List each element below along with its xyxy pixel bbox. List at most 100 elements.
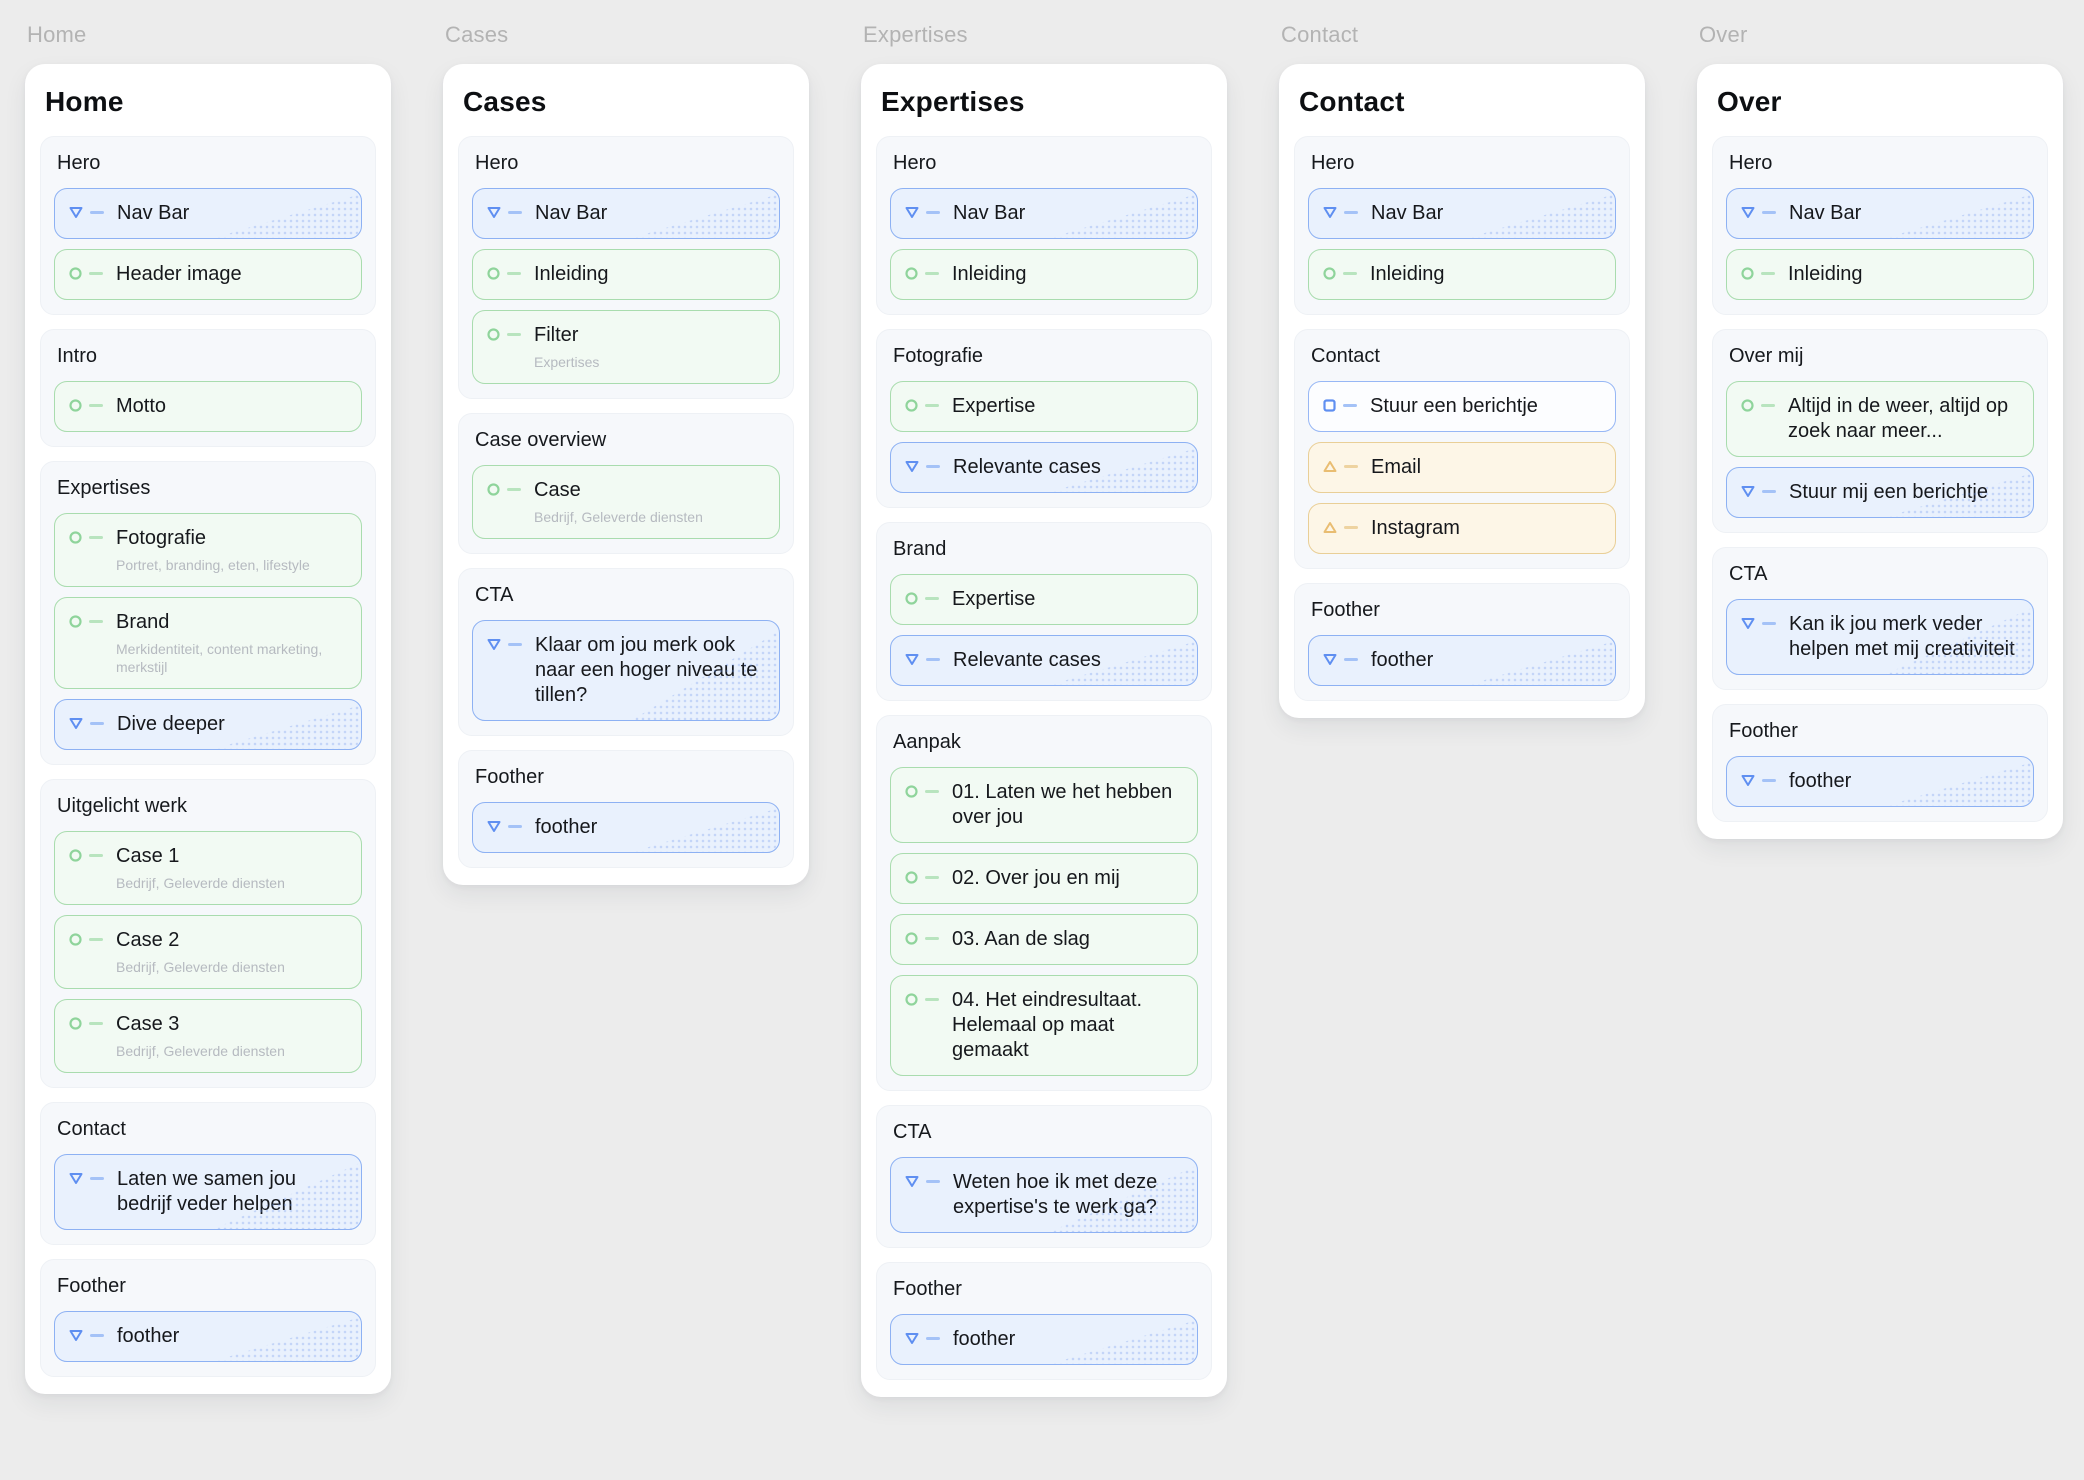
dash-icon: [508, 825, 522, 828]
block-item-header-image[interactable]: Header image: [54, 249, 362, 300]
block-item-altijd-in-de-weer-altijd-op-zoek-naar-meer[interactable]: Altijd in de weer, altijd op zoek naar m…: [1726, 381, 2034, 457]
dash-icon: [926, 1337, 940, 1340]
block-item-instagram[interactable]: Instagram: [1308, 503, 1616, 554]
block-item-motto[interactable]: Motto: [54, 381, 362, 432]
block-item-02-over-jou-en-mij[interactable]: 02. Over jou en mij: [890, 853, 1198, 904]
section-label: CTA: [893, 1121, 932, 1143]
dash-icon: [1761, 404, 1775, 407]
block-item-kan-ik-jou-merk-veder-helpen-met-mij-creativiteit[interactable]: Kan ik jou merk veder helpen met mij cre…: [1726, 599, 2034, 675]
block-item-label: foother: [117, 1325, 180, 1347]
block-item-foother[interactable]: foother: [54, 1311, 362, 1362]
block-item-foother[interactable]: foother: [1308, 635, 1616, 686]
section-label: Brand: [893, 538, 947, 560]
triangle-down-icon: [904, 652, 940, 667]
block-item-body: 03. Aan de slag: [952, 927, 1090, 952]
circle-icon: [68, 398, 103, 413]
block-item-foother[interactable]: foother: [1726, 756, 2034, 807]
block-item-expertise[interactable]: Expertise: [890, 381, 1198, 432]
block-item-relevante-cases[interactable]: Relevante cases: [890, 635, 1198, 686]
dash-icon: [1344, 465, 1358, 468]
block-item-weten-hoe-ik-met-deze-expertise-s-te-werk-ga[interactable]: Weten hoe ik met deze expertise's te wer…: [890, 1157, 1198, 1233]
block-item-03-aan-de-slag[interactable]: 03. Aan de slag: [890, 914, 1198, 965]
block-item-nav-bar[interactable]: Nav Bar: [1308, 188, 1616, 239]
block-item-body: foother: [117, 1324, 179, 1349]
block-item-nav-bar[interactable]: Nav Bar: [54, 188, 362, 239]
block-item-04-het-eindresultaat-helemaal-op-maat-gemaakt[interactable]: 04. Het eindresultaat. Helemaal op maat …: [890, 975, 1198, 1076]
block-item-expertise[interactable]: Expertise: [890, 574, 1198, 625]
page-ghost-label[interactable]: Over: [1699, 22, 1748, 47]
page-ghost-label[interactable]: Expertises: [863, 22, 968, 47]
block-item-01-laten-we-het-hebben-over-jou[interactable]: 01. Laten we het hebben over jou: [890, 767, 1198, 843]
block-item-dive-deeper[interactable]: Dive deeper: [54, 699, 362, 750]
block-item-stuur-mij-een-berichtje[interactable]: Stuur mij een berichtje: [1726, 467, 2034, 518]
block-item-inleiding[interactable]: Inleiding: [890, 249, 1198, 300]
block-item-label: Stuur mij een berichtje: [1789, 481, 1988, 503]
section-label: Hero: [893, 152, 937, 174]
circle-icon: [68, 530, 103, 545]
block-item-foother[interactable]: foother: [472, 802, 780, 853]
block-item-nav-bar[interactable]: Nav Bar: [472, 188, 780, 239]
block-item-inleiding[interactable]: Inleiding: [1726, 249, 2034, 300]
dash-icon: [1344, 211, 1358, 214]
block-item-stuur-een-berichtje[interactable]: Stuur een berichtje: [1308, 381, 1616, 432]
circle-icon: [904, 591, 939, 606]
page-ghost-label[interactable]: Home: [27, 22, 87, 47]
dash-icon: [507, 333, 521, 336]
section-cta[interactable]: CTA Weten hoe ik met deze expertise's te …: [876, 1105, 1212, 1248]
block-item-foother[interactable]: foother: [890, 1314, 1198, 1365]
block-item-body: Header image: [116, 262, 242, 287]
block-item-relevante-cases[interactable]: Relevante cases: [890, 442, 1198, 493]
block-item-email[interactable]: Email: [1308, 442, 1616, 493]
block-item-klaar-om-jou-merk-ook-naar-een-hoger-niveau-te-tillen[interactable]: Klaar om jou merk ook naar een hoger niv…: [472, 620, 780, 721]
block-item-nav-bar[interactable]: Nav Bar: [1726, 188, 2034, 239]
block-item-inleiding[interactable]: Inleiding: [1308, 249, 1616, 300]
circle-icon: [904, 398, 939, 413]
triangle-down-icon: [904, 459, 940, 474]
block-item-label: 04. Het eindresultaat. Helemaal op maat …: [952, 989, 1143, 1061]
page-ghost-label[interactable]: Cases: [445, 22, 509, 47]
triangle-down-icon: [68, 205, 104, 220]
block-item-label: foother: [1789, 770, 1852, 792]
block-item-nav-bar[interactable]: Nav Bar: [890, 188, 1198, 239]
section-label: Uitgelicht werk: [57, 795, 188, 817]
block-item-laten-we-samen-jou-bedrijf-veder-helpen[interactable]: Laten we samen jou bedrijf veder helpen: [54, 1154, 362, 1230]
page-ghost-label[interactable]: Contact: [1281, 22, 1359, 47]
block-item-inleiding[interactable]: Inleiding: [472, 249, 780, 300]
dash-icon: [89, 536, 103, 539]
